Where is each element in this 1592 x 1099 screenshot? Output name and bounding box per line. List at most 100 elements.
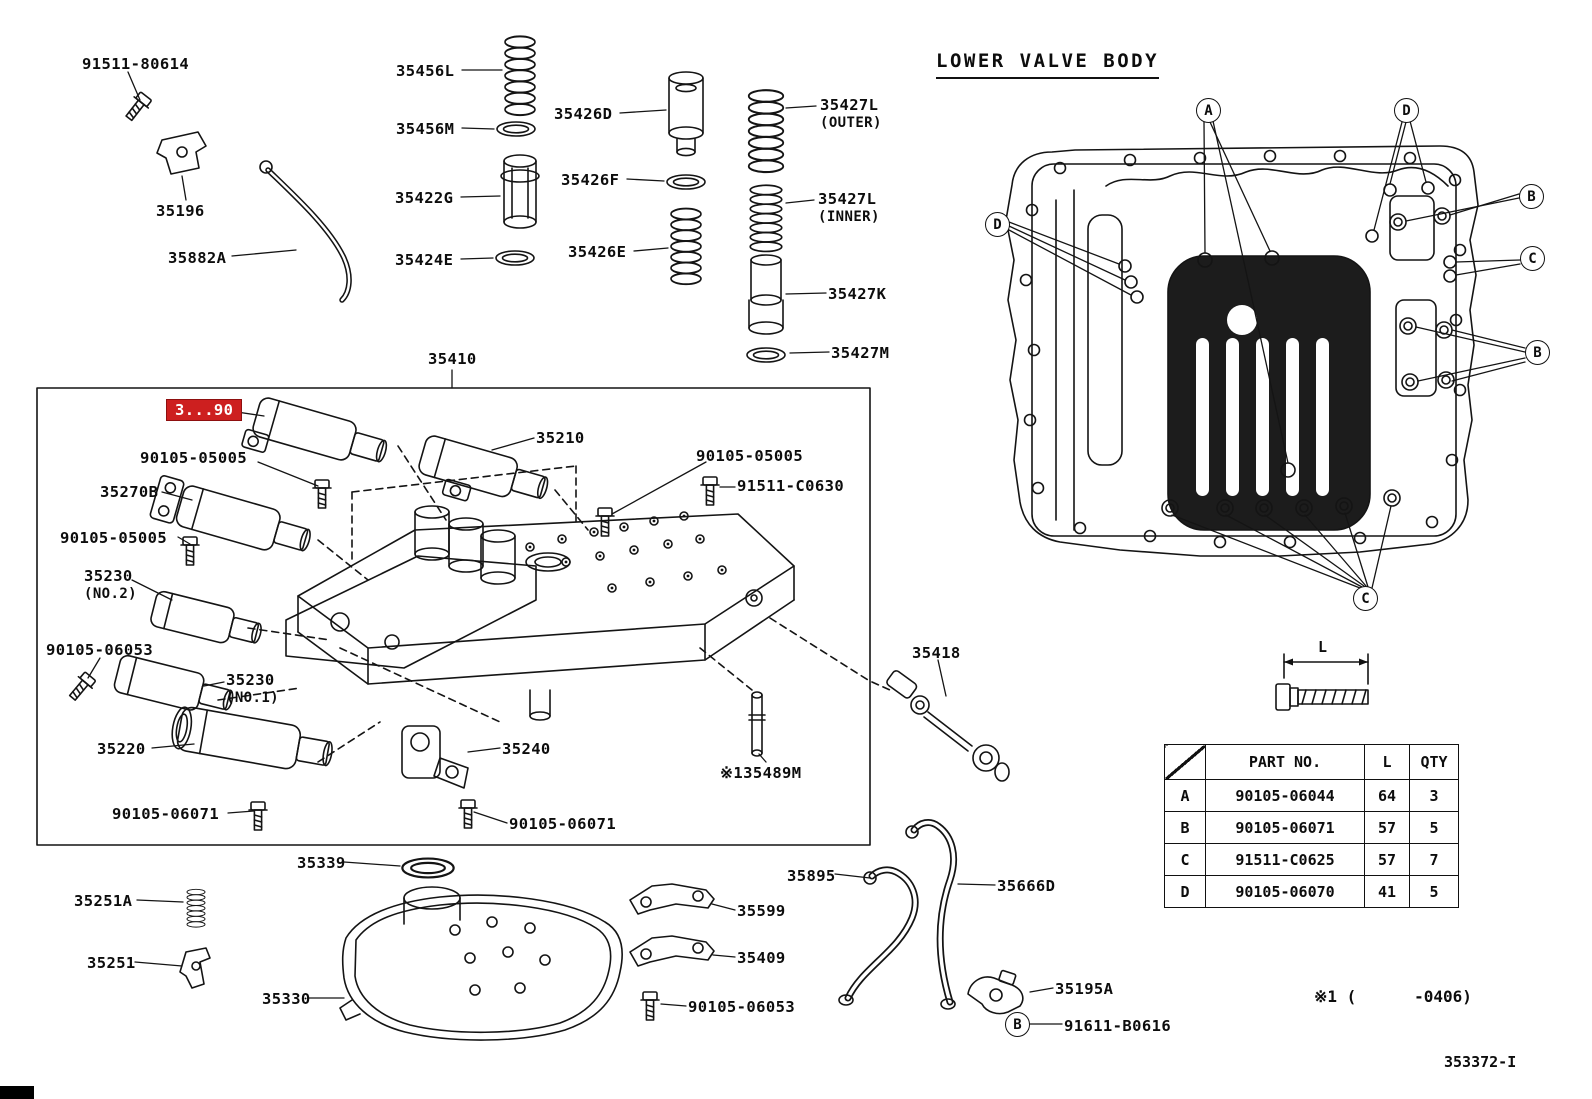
table-header-qty: QTY: [1409, 744, 1459, 780]
tube-35882A-icon: [259, 160, 352, 303]
label-35426F: 35426F: [561, 171, 620, 189]
valve-35427K-icon: [748, 254, 784, 335]
label-35427L-outer: 35427L (OUTER): [820, 96, 882, 131]
label-35230-no2: 35230 (NO.2): [84, 567, 137, 602]
label-35895: 35895: [787, 867, 836, 885]
solenoid-35230-no1-icon: [113, 654, 234, 711]
solenoid-35270B-icon: [149, 475, 311, 552]
label-90105-06071-a: 90105-06071: [112, 805, 220, 823]
callout-B-right-1: B: [1519, 184, 1544, 209]
callout-B-91611: B: [1005, 1012, 1030, 1037]
oring-35456M-icon: [496, 121, 536, 137]
spring-35426E-icon: [670, 207, 702, 286]
label-90105-05005-c: 90105-05005: [696, 447, 804, 465]
valve-35426D-icon: [668, 71, 704, 157]
label-35422G: 35422G: [395, 189, 454, 207]
valve-body-assembly-icon: [285, 505, 795, 721]
label-35882A: 35882A: [168, 249, 227, 267]
pin-35489M-icon: [748, 691, 766, 757]
label-35220: 35220: [97, 740, 146, 758]
label-35409: 35409: [737, 949, 786, 967]
page-title: LOWER VALVE BODY: [936, 50, 1160, 79]
label-35456L: 35456L: [396, 62, 455, 80]
table-cell-key: D: [1164, 875, 1206, 908]
hose-35895-icon: [838, 866, 919, 1006]
table-row: B 90105-06071 57 5: [1164, 811, 1459, 844]
label-35330: 35330: [262, 990, 311, 1008]
oring-35426F-icon: [666, 174, 706, 190]
bolt-part-table: PART NO. L QTY A 90105-06044 64 3 B 9010…: [1164, 744, 1459, 908]
solenoid-35210-icon: [418, 435, 549, 502]
label-91511-80614: 91511-80614: [82, 55, 190, 73]
solenoid-35230-no2-icon: [150, 590, 262, 644]
table-corner-cell: [1164, 744, 1206, 780]
table-cell-qty: 5: [1409, 811, 1459, 844]
table-cell-l: 57: [1364, 811, 1410, 844]
label-35427L-outer-note: (OUTER): [820, 115, 882, 131]
label-91511-C0630: 91511-C0630: [737, 477, 845, 495]
bracket-35409-icon: [629, 935, 715, 967]
dimension-L-label: L: [1318, 638, 1328, 656]
label-35196: 35196: [156, 202, 205, 220]
callout-target-holes: [1118, 181, 1457, 517]
label-35410: 35410: [428, 350, 477, 368]
table-cell-key: C: [1164, 843, 1206, 876]
bracket-35599-icon: [629, 883, 715, 915]
bolt-91511-C0630-icon: [700, 476, 720, 506]
table-cell-part: 90105-06044: [1205, 779, 1365, 812]
table-row: C 91511-C0625 57 7: [1164, 843, 1459, 876]
label-35240: 35240: [502, 740, 551, 758]
label-35270B: 35270B: [100, 483, 159, 501]
oring-35427M-icon: [746, 347, 786, 363]
bolt-90105-06053-icon: [64, 669, 99, 705]
spring-35427L-inner-icon: [749, 184, 783, 253]
label-35427M: 35427M: [831, 344, 890, 362]
corner-mark: [0, 1086, 34, 1099]
table-cell-part: 91511-C0625: [1205, 843, 1365, 876]
figure-number: 353372-I: [1444, 1053, 1517, 1071]
label-35666D: 35666D: [997, 877, 1056, 895]
label-35230-no1-note: (NO.1): [226, 690, 279, 706]
label-35427L-inner-no: 35427L: [818, 190, 877, 208]
bracket-35240-icon: [401, 725, 469, 789]
callout-A-top: A: [1196, 98, 1221, 123]
label-35426E: 35426E: [568, 243, 627, 261]
footnote: ※1 ( -0406): [1314, 987, 1472, 1006]
table-header-l: L: [1364, 744, 1410, 780]
label-35195A: 35195A: [1055, 980, 1114, 998]
label-35489M: ※135489M: [720, 764, 802, 782]
label-91611-B0616: 91611-B0616: [1064, 1017, 1172, 1035]
table-cell-key: A: [1164, 779, 1206, 812]
table-cell-l: 64: [1364, 779, 1410, 812]
table-cell-l: 41: [1364, 875, 1410, 908]
valve-body-stud-rings: [525, 511, 727, 593]
table-header-row: PART NO. L QTY: [1164, 744, 1459, 780]
label-90105-06053-b: 90105-06053: [688, 998, 796, 1016]
label-90105-06071-b: 90105-06071: [509, 815, 617, 833]
label-35427K: 35427K: [828, 285, 887, 303]
solenoid-highlighted-icon: [241, 397, 388, 463]
callout-D-top: D: [1394, 98, 1419, 123]
label-35599: 35599: [737, 902, 786, 920]
callout-B-right-2: B: [1525, 340, 1550, 365]
clamp-35195A-icon: [967, 969, 1024, 1015]
valve-body-filter-icon: [1167, 255, 1371, 531]
label-highlighted-part: 3...90: [166, 399, 243, 421]
bolt-90105-06053-b-icon: [640, 991, 660, 1021]
table-cell-l: 57: [1364, 843, 1410, 876]
valve-body-bolt-studs: [528, 514, 724, 590]
assembly-box-35410: [36, 387, 871, 846]
label-35230-no2-no: 35230: [84, 567, 133, 585]
oil-pan-35330-icon: [339, 886, 623, 1041]
label-35427L-outer-no: 35427L: [820, 96, 879, 114]
solenoid-35220-icon: [171, 706, 333, 770]
label-35210: 35210: [536, 429, 585, 447]
label-35339: 35339: [297, 854, 346, 872]
rod-35418-icon: [886, 670, 1010, 782]
label-35456M: 35456M: [396, 120, 455, 138]
label-35230-no1-no: 35230: [226, 671, 275, 689]
table-cell-qty: 7: [1409, 843, 1459, 876]
construction-lines: [217, 445, 891, 763]
